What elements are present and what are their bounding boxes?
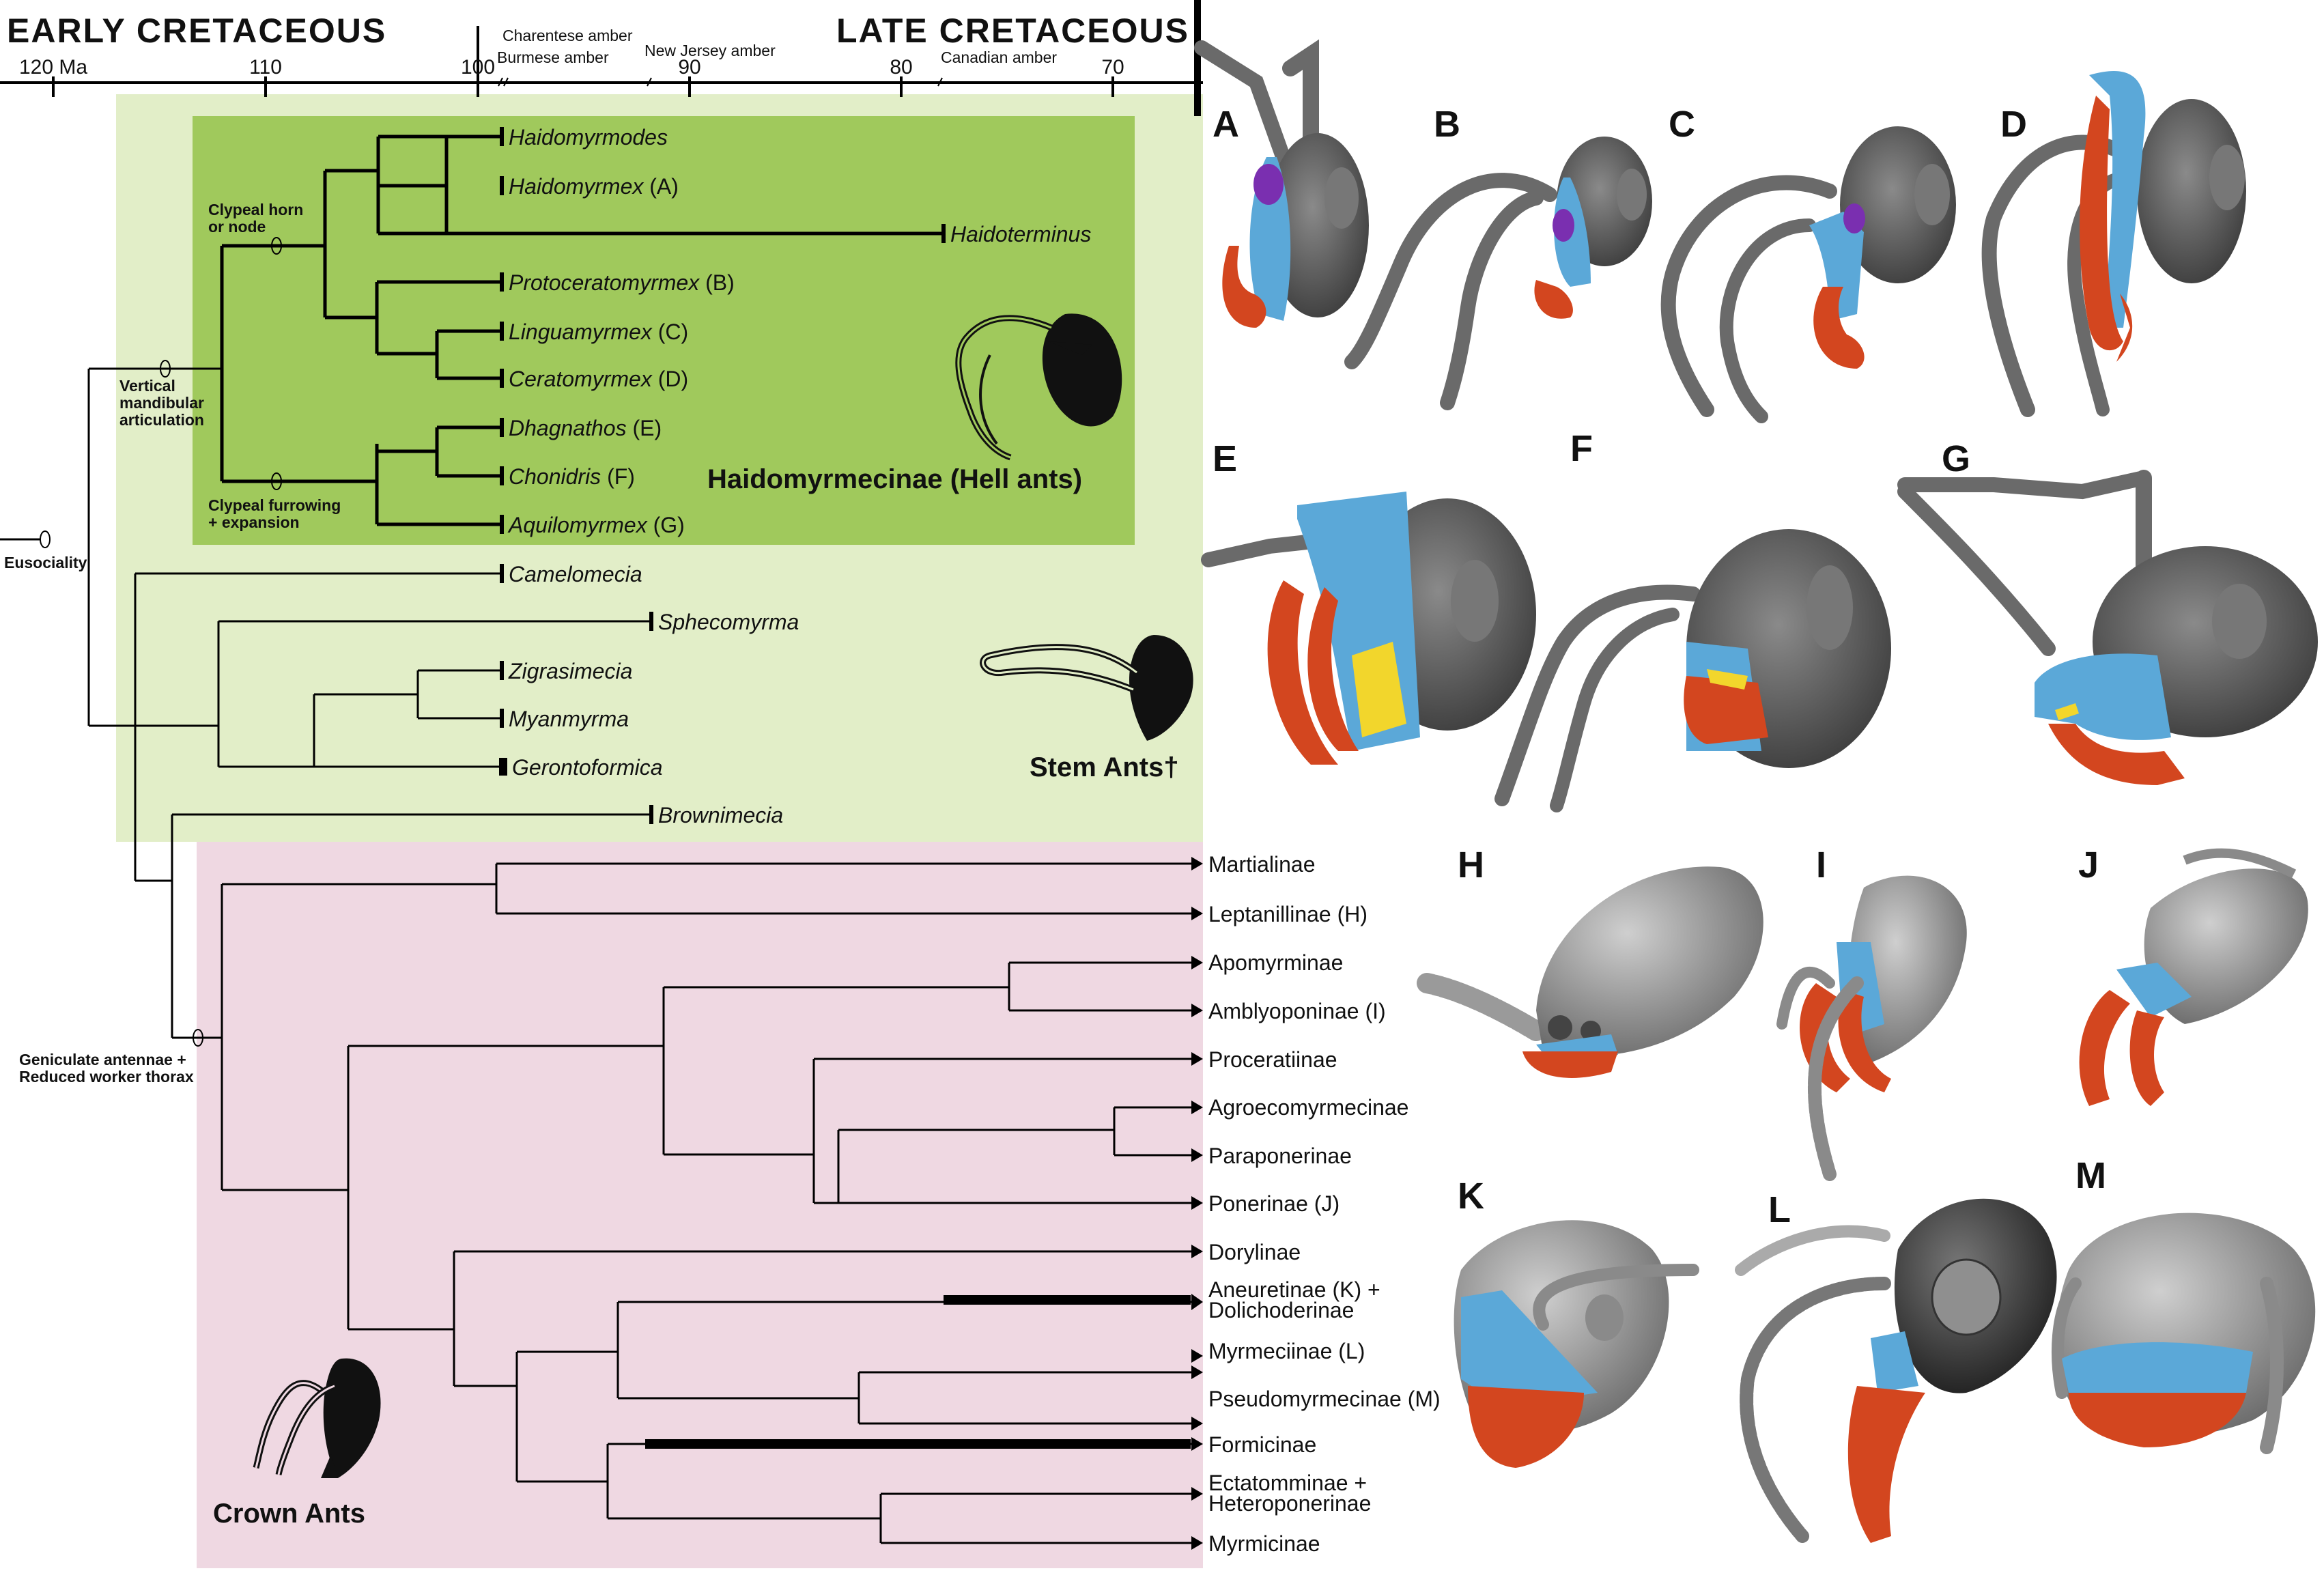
taxon-agroecomyrmecinae: Agroecomyrmecinae bbox=[1208, 1095, 1408, 1120]
panel-b-head-illustration bbox=[1344, 137, 1652, 410]
stem-ants-title: Stem Ants† bbox=[1030, 752, 1179, 782]
taxon-myrmicinae: Myrmicinae bbox=[1208, 1531, 1320, 1556]
taxon-apomyrminae: Apomyrminae bbox=[1208, 950, 1343, 975]
panel-label-m: M bbox=[2075, 1155, 2106, 1196]
tick-70: 70 bbox=[1101, 56, 1124, 79]
label-clypeal-horn-2: or node bbox=[208, 218, 266, 236]
taxon-dhagnathos: Dhagnathos (E) bbox=[509, 416, 662, 440]
taxon-amblyoponinae: Amblyoponinae (I) bbox=[1208, 999, 1386, 1023]
label-clypeal-furrow-1: Clypeal furrowing bbox=[208, 496, 341, 514]
panel-label-c: C bbox=[1669, 104, 1695, 145]
taxon-leptanillinae: Leptanillinae (H) bbox=[1208, 902, 1368, 926]
late-cretaceous-label: LATE CRETACEOUS bbox=[836, 12, 1189, 50]
tick-90: 90 bbox=[678, 56, 700, 79]
taxon-aneuretinae-1: Aneuretinae (K) + bbox=[1208, 1277, 1380, 1302]
taxon-dorylinae: Dorylinae bbox=[1208, 1240, 1301, 1264]
tick-100: 100 bbox=[461, 56, 495, 79]
panel-label-e: E bbox=[1213, 438, 1237, 479]
panel-g-head-illustration bbox=[1897, 470, 2318, 785]
early-cretaceous-label: EARLY CRETACEOUS bbox=[7, 12, 386, 50]
taxon-martialinae: Martialinae bbox=[1208, 852, 1316, 877]
panel-c-head-illustration bbox=[1660, 126, 1956, 423]
taxon-formicinae: Formicinae bbox=[1208, 1432, 1316, 1457]
amber-newjersey: New Jersey amber bbox=[644, 42, 776, 59]
taxon-protoceratomyrmex: Protoceratomyrmex (B) bbox=[509, 270, 735, 295]
stem-ant-silhouette-icon bbox=[980, 635, 1193, 741]
taxon-zigrasimecia: Zigrasimecia bbox=[508, 659, 632, 683]
taxon-haidomyrmex: Haidomyrmex (A) bbox=[509, 174, 679, 199]
panel-label-d: D bbox=[2000, 104, 2027, 145]
taxon-haidomyrmodes: Haidomyrmodes bbox=[509, 125, 668, 150]
taxon-aquilomyrmex: Aquilomyrmex (G) bbox=[507, 513, 685, 537]
label-vertical-1: Vertical bbox=[119, 377, 175, 395]
fossil-range-bars bbox=[645, 1295, 1191, 1449]
panel-e-head-illustration bbox=[1201, 492, 1536, 765]
amber-canadian: Canadian amber bbox=[941, 48, 1057, 66]
taxon-gerontoformica: Gerontoformica bbox=[512, 755, 663, 780]
panel-label-a: A bbox=[1213, 104, 1239, 145]
taxon-sphecomyrma: Sphecomyrma bbox=[658, 610, 799, 634]
panel-label-l: L bbox=[1768, 1189, 1791, 1230]
panel-i-head-illustration bbox=[1776, 875, 1967, 1181]
label-clypeal-horn-1: Clypeal horn bbox=[208, 201, 303, 218]
panel-k-head-illustration bbox=[1454, 1220, 1699, 1468]
hell-ants-title: Haidomyrmecinae (Hell ants) bbox=[707, 464, 1082, 494]
amber-markers bbox=[498, 77, 943, 87]
label-eusociality: Eusociality bbox=[4, 554, 87, 571]
label-geniculate-1: Geniculate antennae + bbox=[19, 1051, 186, 1068]
taxon-brownimecia: Brownimecia bbox=[658, 803, 783, 827]
panel-j-head-illustration bbox=[2079, 848, 2308, 1106]
taxon-haidoterminus: Haidoterminus bbox=[950, 222, 1091, 246]
extant-arrows bbox=[1191, 857, 1203, 1550]
time-ticks bbox=[52, 26, 1114, 97]
panel-label-b: B bbox=[1434, 104, 1460, 145]
taxon-chonidris: Chonidris (F) bbox=[509, 464, 635, 489]
label-vertical-2: mandibular bbox=[119, 394, 204, 412]
tick-120: 120 Ma bbox=[19, 56, 87, 79]
panel-label-i: I bbox=[1816, 845, 1826, 885]
tick-80: 80 bbox=[890, 56, 912, 79]
taxon-linguamyrmex: Linguamyrmex (C) bbox=[509, 320, 688, 344]
phylogeny-branches bbox=[0, 134, 1191, 1544]
panel-label-j: J bbox=[2078, 845, 2099, 885]
panel-l-head-illustration bbox=[1735, 1198, 2057, 1543]
taxon-ectatomminae-2: Heteroponerinae bbox=[1208, 1491, 1371, 1516]
panel-a-head-illustration bbox=[1194, 39, 1369, 328]
crown-ants-title: Crown Ants bbox=[213, 1499, 365, 1529]
taxon-aneuretinae-2: Dolichoderinae bbox=[1208, 1298, 1354, 1322]
panel-label-g: G bbox=[1942, 438, 1970, 479]
hell-ant-silhouette-icon bbox=[955, 313, 1122, 461]
panel-f-head-illustration bbox=[1494, 529, 1891, 812]
label-clypeal-furrow-2: + expansion bbox=[208, 513, 300, 531]
taxon-ectatomminae-1: Ectatomminae + bbox=[1208, 1471, 1367, 1495]
panel-label-k: K bbox=[1458, 1176, 1484, 1217]
amber-burmese: Burmese amber bbox=[497, 48, 609, 66]
character-markers bbox=[40, 237, 282, 1047]
taxon-ponerinae: Ponerinae (J) bbox=[1208, 1191, 1340, 1216]
taxon-myanmyrma: Myanmyrma bbox=[509, 707, 629, 731]
label-vertical-3: articulation bbox=[119, 411, 204, 429]
amber-charentese: Charentese amber bbox=[502, 27, 633, 44]
taxon-myrmeciinae: Myrmeciinae (L) bbox=[1208, 1339, 1365, 1363]
extinction-ticks bbox=[499, 127, 946, 824]
tick-110: 110 bbox=[249, 56, 282, 79]
label-geniculate-2: Reduced worker thorax bbox=[19, 1068, 194, 1086]
panel-d-head-illustration bbox=[1981, 71, 2246, 417]
taxon-camelomecia: Camelomecia bbox=[509, 562, 642, 586]
taxon-ceratomyrmex: Ceratomyrmex (D) bbox=[509, 367, 688, 391]
panel-label-h: H bbox=[1458, 845, 1484, 885]
crown-ant-silhouette-icon bbox=[253, 1358, 381, 1478]
taxon-pseudomyrmecinae: Pseudomyrmecinae (M) bbox=[1208, 1387, 1441, 1411]
taxon-paraponerinae: Paraponerinae bbox=[1208, 1144, 1352, 1168]
panel-h-head-illustration bbox=[1417, 866, 1763, 1078]
panel-m-head-illustration bbox=[2052, 1213, 2316, 1454]
panel-label-f: F bbox=[1570, 428, 1593, 469]
taxon-proceratiinae: Proceratiinae bbox=[1208, 1047, 1337, 1072]
specimen-panels: A B C bbox=[1194, 39, 2318, 1543]
